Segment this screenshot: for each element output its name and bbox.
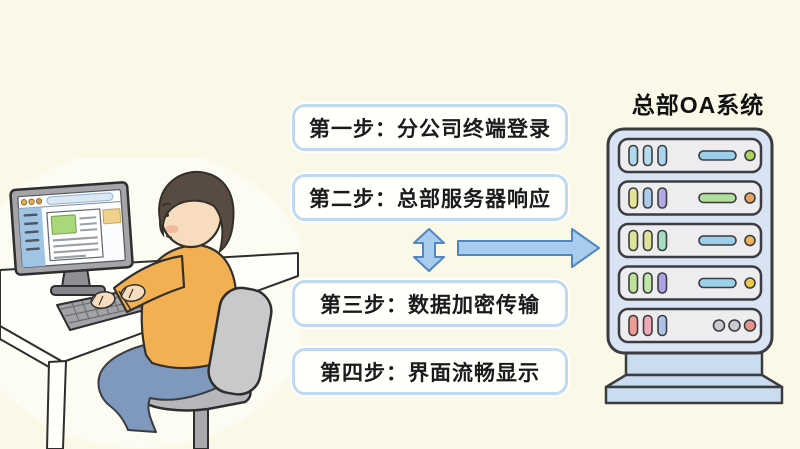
step-box-3: 第三步：数据加密传输 (292, 280, 568, 327)
server-racks (617, 137, 763, 344)
person (90, 170, 238, 433)
rack-led (744, 192, 756, 204)
monitor (9, 181, 134, 276)
right-arrow-icon (457, 228, 600, 268)
rack-slot (628, 144, 639, 167)
rack-dot (743, 319, 757, 332)
server-rack-unit (617, 307, 763, 344)
person-computer-illustration (0, 158, 300, 449)
step-4-label: 第四步：界面流畅显示 (320, 361, 540, 385)
rack-dot (712, 319, 726, 332)
step-2-label: 第二步：总部服务器响应 (309, 187, 551, 211)
screen-search-bar (46, 192, 114, 205)
server-rack-unit (617, 180, 763, 216)
rack-slot (628, 187, 639, 209)
step-3-label: 第三步：数据加密传输 (320, 293, 540, 317)
rack-slot (642, 229, 653, 252)
rack-slot (657, 229, 668, 252)
person-hands (90, 284, 146, 309)
browser-dots-icon (20, 198, 43, 206)
server-rack-unit (617, 137, 763, 174)
rack-slot (642, 187, 653, 209)
person-head (158, 170, 235, 254)
step-box-2: 第二步：总部服务器响应 (292, 174, 568, 221)
rack-slot (657, 144, 668, 167)
rack-led (744, 149, 756, 162)
chair-pole (193, 407, 209, 449)
rack-led (744, 234, 756, 247)
chair-backrest (207, 286, 273, 396)
server-base (604, 351, 784, 405)
rack-slot (642, 314, 653, 337)
rack-slot (628, 272, 639, 294)
rack-slot (642, 272, 653, 294)
server-title: 总部OA系统 (631, 92, 765, 118)
rack-bar (698, 277, 737, 289)
sidebar-menu-lines (23, 213, 40, 251)
rack-slot (657, 187, 668, 209)
rack-bar (698, 235, 737, 246)
rack-slot (642, 144, 653, 167)
rack-slot (657, 272, 668, 294)
rack-led (744, 277, 756, 289)
step-box-1: 第一步：分公司终端登录 (292, 104, 568, 151)
rack-bar (698, 150, 737, 161)
rack-dot (728, 319, 741, 332)
server-rack-unit (617, 265, 763, 301)
person-hair (158, 170, 235, 254)
rack-bar (698, 192, 737, 204)
vertical-double-arrow-icon (413, 228, 445, 272)
screen-content (46, 208, 122, 262)
step-1-label: 第一步：分公司终端登录 (309, 117, 551, 141)
rack-slot (628, 314, 639, 337)
rack-slot (628, 229, 639, 252)
step-box-4: 第四步：界面流畅显示 (292, 348, 568, 395)
screen-sidebar (18, 207, 46, 268)
server-tower-illustration (604, 127, 784, 405)
server-rack-unit (617, 222, 763, 259)
rack-slot (657, 314, 668, 337)
